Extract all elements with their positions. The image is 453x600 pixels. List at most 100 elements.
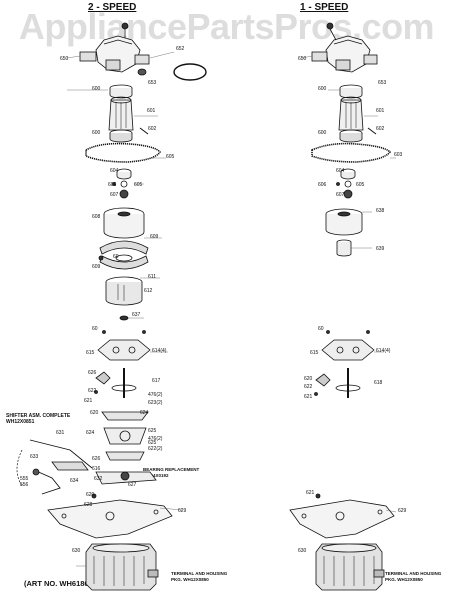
right-shaft-assembly: [314, 368, 361, 398]
right-part-callout: 607: [336, 192, 345, 198]
left-part-callout: 624: [140, 410, 149, 416]
right-clutch-drum: [325, 208, 363, 236]
right-part-callout: 602: [376, 126, 385, 132]
housing-left-line2: PKG. WH12X0850: [171, 576, 209, 582]
left-part-callout: 614(4): [152, 348, 167, 354]
left-part-callout: 600: [92, 130, 101, 136]
left-valve-assembly: [79, 22, 150, 73]
right-part-callout: 615: [310, 350, 319, 356]
left-part-callout: 476(2): [148, 392, 163, 398]
right-part-callout: 603: [394, 152, 403, 158]
bearing-note-line2: WH04X0192: [143, 472, 169, 478]
art-number: (ART NO. WH6186): [24, 579, 92, 588]
left-part-callout: 625: [148, 428, 157, 434]
left-gear-case-parts: [97, 330, 151, 361]
left-part-callout: 606: [108, 182, 117, 188]
right-part-callout: 606: [318, 182, 327, 188]
left-part-callout: 602: [148, 126, 157, 132]
right-part-callout: 630: [298, 548, 307, 554]
right-motor: [315, 543, 385, 591]
left-part-callout: 60: [113, 254, 119, 260]
shifter-note-line2: WH12X0851: [6, 419, 35, 425]
right-pulley-lower: [339, 129, 363, 143]
left-part-callout: 608: [92, 214, 101, 220]
left-pulley-upper: [109, 84, 133, 99]
right-part-callout: 639: [376, 246, 385, 252]
shifter-assembly-note: SHIFTER ASM. COMPLETE WH12X0851: [6, 413, 70, 425]
left-part-callout: 633: [30, 454, 39, 460]
right-part-callout: 601: [376, 108, 385, 114]
left-part-callout: 632: [94, 476, 103, 482]
right-pulley-upper: [339, 84, 363, 99]
left-bearing-base: [91, 471, 157, 499]
left-shifter-linkage: [16, 439, 93, 495]
left-shifter-parts: [101, 411, 149, 461]
left-part-callout: 627: [128, 482, 137, 488]
left-part-callout: 612: [144, 288, 153, 294]
right-small-parts-upper: [336, 168, 356, 199]
right-part-callout: 620: [304, 376, 313, 382]
left-part-callout: 605: [166, 154, 175, 160]
terminal-housing-note-left: TERMINAL AND HOUSING PKG. WH12X0850: [171, 571, 227, 582]
left-part-callout: 615: [86, 350, 95, 356]
left-part-callout: 631: [56, 430, 65, 436]
left-part-callout: 617: [152, 378, 161, 384]
left-sleeve: [108, 96, 134, 131]
left-part-callout: 630: [72, 548, 81, 554]
left-part-callout: 476(2): [148, 436, 163, 442]
left-part-callout: 622(2): [148, 446, 163, 452]
left-part-callout: 624: [86, 430, 95, 436]
right-part-callout: 638: [376, 208, 385, 214]
column-title-2-speed: 2 - SPEED: [88, 2, 137, 13]
left-drive-belt: [85, 142, 161, 163]
right-part-callout: 600: [318, 130, 327, 136]
left-clutch-housing: [105, 276, 143, 306]
left-part-callout: 621: [84, 398, 93, 404]
column-title-1-speed: 1 - SPEED: [300, 2, 349, 13]
right-part-callout: 618: [374, 380, 383, 386]
left-part-callout: 605: [134, 182, 143, 188]
housing-right-line1: TERMINAL AND HOUSING: [385, 571, 442, 576]
housing-left-line1: TERMINAL AND HOUSING: [171, 571, 228, 576]
right-part-callout: 60: [318, 326, 324, 332]
left-part-callout: 604: [110, 168, 119, 174]
left-part-callout: 626: [88, 370, 97, 376]
left-mounting-plate: [47, 499, 173, 539]
left-part-callout: 556: [20, 482, 29, 488]
left-part-callout: 601: [147, 108, 156, 114]
left-pulley-lower: [109, 129, 133, 143]
right-mounting-plate: [289, 493, 395, 539]
shifter-note-line1: SHIFTER ASM. COMPLETE: [6, 413, 71, 419]
right-part-callout: 621: [304, 394, 313, 400]
right-drive-belt: [311, 142, 392, 163]
left-part-callout: 653: [148, 80, 157, 86]
right-part-callout: 600: [318, 86, 327, 92]
right-part-callout: 650: [298, 56, 307, 62]
bearing-note-line1: BEARING REPLACEMENT: [143, 467, 200, 472]
left-part-callout: 625: [148, 440, 157, 446]
left-part-callout: 637: [132, 312, 141, 318]
left-part-callout: 620: [86, 492, 95, 498]
left-part-callout: 634: [70, 478, 79, 484]
left-part-callout: 609: [150, 234, 159, 240]
left-part-callout: 60: [92, 326, 98, 332]
right-part-callout: 622: [304, 384, 313, 390]
right-part-callout: 629: [398, 508, 407, 514]
housing-right-line2: PKG. WH12X0850: [385, 576, 423, 582]
left-part-callout: 628: [84, 502, 93, 508]
left-shaft-assembly: [94, 368, 137, 398]
left-motor: [85, 543, 159, 591]
right-valve-assembly: [311, 22, 378, 73]
left-part-callout: 623(2): [148, 400, 163, 406]
left-part-callout: 626: [92, 456, 101, 462]
left-brake-parts: [98, 240, 149, 270]
left-part-callout: 611: [148, 274, 156, 280]
right-part-callout: 621: [306, 490, 315, 496]
left-part-callout: 620: [90, 410, 99, 416]
right-sleeve: [338, 96, 364, 131]
right-gear-case-parts: [321, 330, 375, 361]
left-part-callout: 652: [176, 46, 185, 52]
